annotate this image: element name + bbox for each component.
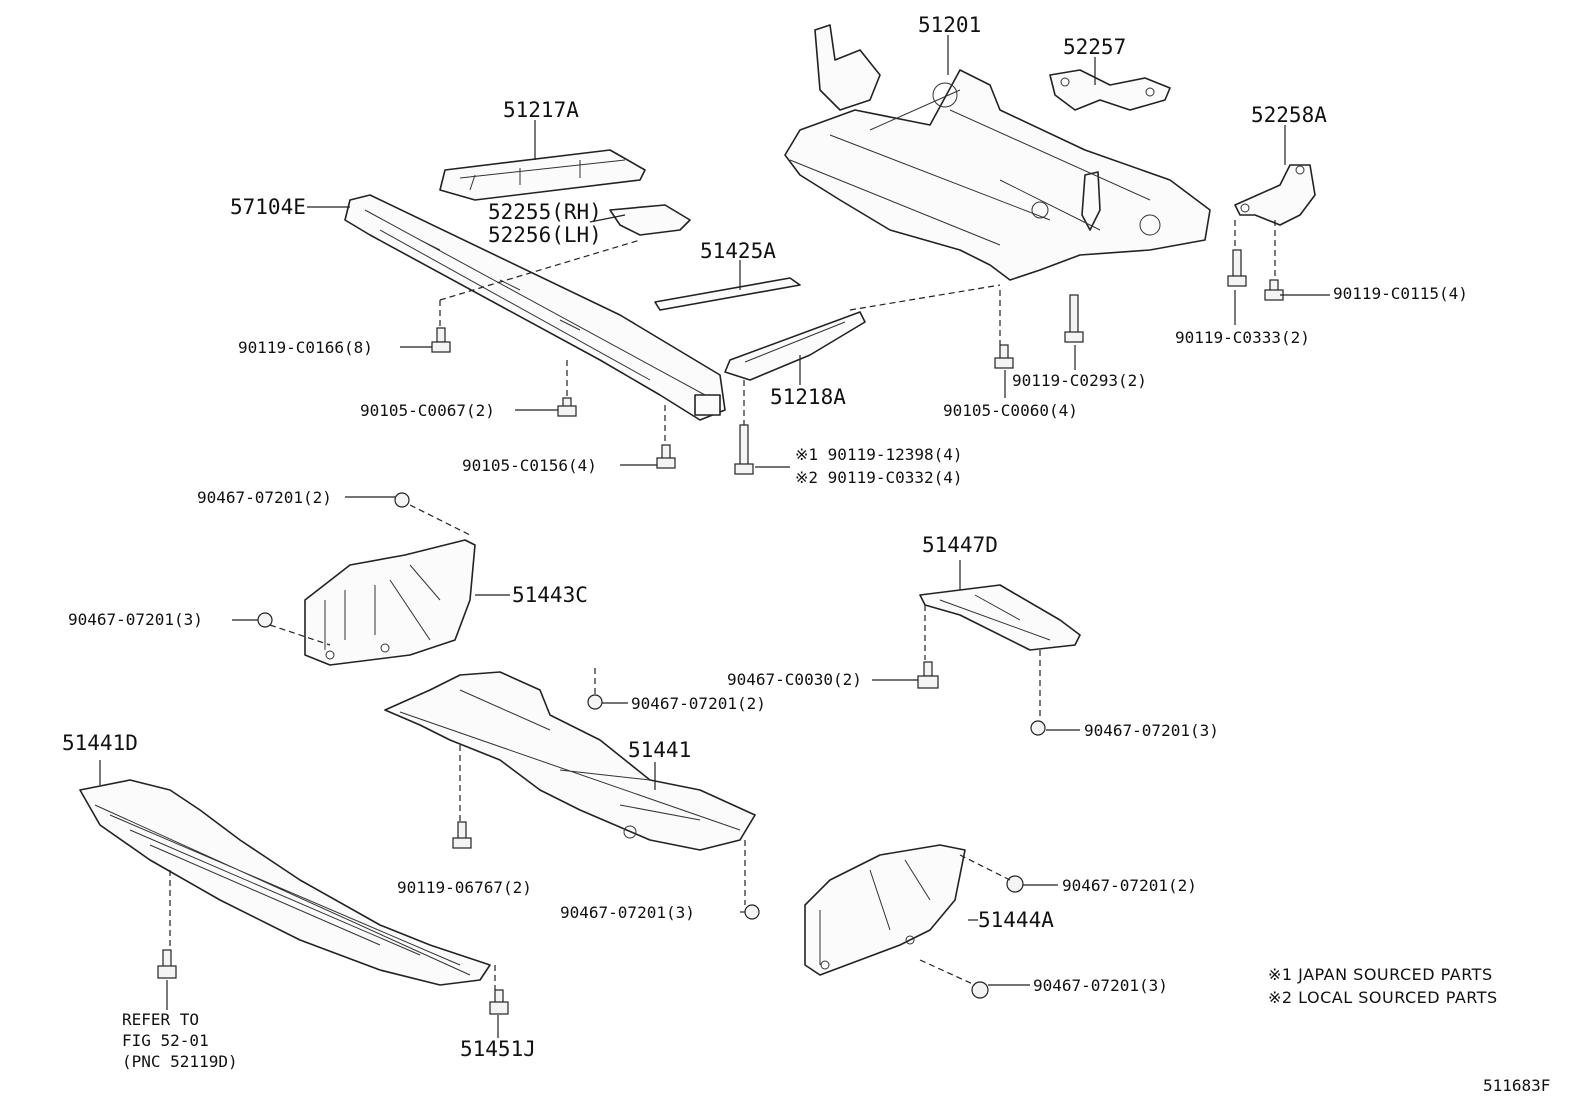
strip-51425A-drawing: [654, 277, 801, 311]
label-90119-12398: ※1 90119-12398(4): [795, 445, 963, 464]
label-90467-07201-2-top: 90467-07201(2): [197, 488, 332, 507]
label-90119-C0293: 90119-C0293(2): [1012, 371, 1147, 390]
note-japan-sourced: ※1 JAPAN SOURCED PARTS: [1268, 965, 1493, 984]
cover-52255-drawing: [609, 204, 691, 236]
figure-id: 511683F: [1483, 1076, 1550, 1095]
label-90119-C0332: ※2 90119-C0332(4): [795, 468, 963, 487]
brace-52257-drawing: [1049, 69, 1171, 111]
cover-51447D-drawing: [919, 584, 1081, 651]
label-52257: 52257: [1063, 35, 1126, 59]
refer-line-3: (PNC 52119D): [122, 1052, 238, 1071]
label-51447D: 51447D: [922, 533, 998, 557]
crossmember-51201-drawing: [784, 24, 1211, 281]
member-57104E-drawing: [344, 194, 726, 421]
label-90119-C0115: 90119-C0115(4): [1333, 284, 1468, 303]
refer-line-2: FIG 52-01: [122, 1031, 209, 1050]
label-90105-C0060: 90105-C0060(4): [943, 401, 1078, 420]
label-51441: 51441: [628, 738, 691, 762]
label-90467-07201-2-lower: 90467-07201(2): [1062, 876, 1197, 895]
label-90467-07201-3-right: 90467-07201(3): [1084, 721, 1219, 740]
label-90119-C0166: 90119-C0166(8): [238, 338, 373, 357]
spoiler-51441D-drawing: [79, 779, 491, 986]
label-90467-07201-2-center: 90467-07201(2): [631, 694, 766, 713]
label-90467-C0030: 90467-C0030(2): [727, 670, 862, 689]
label-51218A: 51218A: [770, 385, 846, 409]
label-51443C: 51443C: [512, 583, 588, 607]
leader-lines: [99, 35, 1330, 1038]
rail-51218A-drawing: [724, 311, 866, 381]
plate-51217A-drawing: [439, 149, 646, 201]
bolts: [157, 249, 1284, 1015]
label-52256-lh: 52256(LH): [488, 223, 602, 247]
label-51444A: 51444A: [978, 908, 1054, 932]
cover-51441-drawing: [384, 671, 756, 851]
label-52258A: 52258A: [1251, 103, 1327, 127]
label-51441D: 51441D: [62, 731, 138, 755]
label-51451J: 51451J: [460, 1037, 536, 1061]
bracket-52258A-drawing: [1234, 164, 1316, 226]
label-90467-07201-3-left: 90467-07201(3): [68, 610, 203, 629]
note-local-sourced: ※2 LOCAL SOURCED PARTS: [1268, 988, 1498, 1007]
label-90105-C0156: 90105-C0156(4): [462, 456, 597, 475]
label-90119-06767: 90119-06767(2): [397, 878, 532, 897]
label-90119-C0333: 90119-C0333(2): [1175, 328, 1310, 347]
label-90467-07201-3-center: 90467-07201(3): [560, 903, 695, 922]
liner-51443C-drawing: [304, 539, 476, 666]
label-51425A: 51425A: [700, 239, 776, 263]
label-57104E: 57104E: [230, 195, 306, 219]
label-51201: 51201: [918, 13, 981, 37]
refer-line-1: REFER TO: [122, 1010, 199, 1029]
label-52255-rh: 52255(RH): [488, 200, 602, 224]
liner-51444A-drawing: [804, 844, 966, 976]
label-90105-C0067: 90105-C0067(2): [360, 401, 495, 420]
label-90467-07201-3-lower: 90467-07201(3): [1033, 976, 1168, 995]
label-51217A: 51217A: [503, 98, 579, 122]
